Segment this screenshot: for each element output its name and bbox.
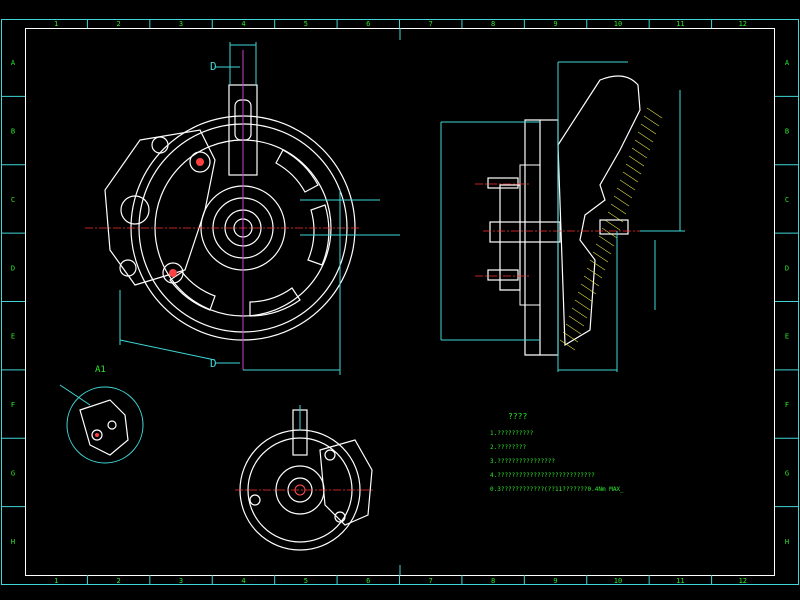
row-marker: H xyxy=(785,538,789,546)
row-marker: E xyxy=(11,333,15,341)
outer-frame xyxy=(1,19,799,585)
section-hatch xyxy=(628,155,645,167)
row-marker: B xyxy=(11,128,15,136)
column-marker: 5 xyxy=(304,577,308,585)
column-marker: 8 xyxy=(491,577,495,585)
section-hatch xyxy=(646,107,663,119)
column-marker: 4 xyxy=(241,20,245,28)
column-marker: 9 xyxy=(553,577,557,585)
section-hatch xyxy=(595,243,612,255)
section-hatch xyxy=(637,131,654,143)
section-hatch xyxy=(592,251,609,263)
column-marker: 6 xyxy=(366,577,370,585)
section-hatch xyxy=(568,315,585,327)
column-marker: 7 xyxy=(429,20,433,28)
row-marker: A xyxy=(11,59,16,67)
column-marker: 6 xyxy=(366,20,370,28)
section-hatch xyxy=(571,307,588,319)
section-hatch xyxy=(580,283,597,295)
note-line-5: 0.3????????????(??11???????0.4Nm MAX_ xyxy=(490,486,624,493)
front-view-hub xyxy=(85,42,400,375)
column-marker: 8 xyxy=(491,20,495,28)
section-hatch xyxy=(622,171,639,183)
section-hatch xyxy=(640,123,657,135)
column-marker: 1 xyxy=(54,20,58,28)
section-hatch xyxy=(616,187,633,199)
row-marker: D xyxy=(785,264,789,272)
row-marker: F xyxy=(785,401,789,409)
row-marker: D xyxy=(11,264,15,272)
note-line-2: 2.???????? xyxy=(490,444,527,451)
inner-frame xyxy=(25,28,775,576)
bottom-view-assembly xyxy=(235,405,375,551)
section-hatch xyxy=(589,259,606,271)
column-marker: 12 xyxy=(739,577,747,585)
section-hatch xyxy=(604,219,621,231)
column-marker: 11 xyxy=(676,20,684,28)
section-hatch xyxy=(619,179,636,191)
section-hatch xyxy=(565,323,582,335)
row-marker: F xyxy=(11,401,15,409)
column-marker: 3 xyxy=(179,20,183,28)
notes-title: ???? xyxy=(508,412,527,421)
section-hatch xyxy=(586,267,603,279)
note-line-4: 4.??????????????????????????? xyxy=(490,472,595,479)
section-hatch xyxy=(559,339,576,351)
side-section-view xyxy=(440,61,685,372)
column-marker: 11 xyxy=(676,577,684,585)
section-hatch xyxy=(643,115,660,127)
technical-notes: ???? 1.?????????? 2.???????? 3.?????????… xyxy=(490,412,624,493)
section-hatch xyxy=(562,331,579,343)
section-hatch xyxy=(634,139,651,151)
section-hatch xyxy=(577,291,594,303)
row-marker: H xyxy=(11,538,15,546)
row-marker: C xyxy=(11,196,15,204)
section-hatch xyxy=(613,195,630,207)
note-line-1: 1.?????????? xyxy=(490,430,534,437)
row-markers: A A B B C C D D E E F F G G H H xyxy=(1,59,799,546)
column-marker: 4 xyxy=(241,577,245,585)
row-marker: G xyxy=(785,469,789,477)
column-marker: 7 xyxy=(429,577,433,585)
column-marker: 10 xyxy=(614,577,622,585)
note-line-3: 3.???????????????? xyxy=(490,458,555,465)
row-marker: C xyxy=(785,196,789,204)
column-marker: 3 xyxy=(179,577,183,585)
column-marker: 2 xyxy=(117,577,121,585)
section-hatch xyxy=(631,147,648,159)
section-hatch xyxy=(601,227,618,239)
column-marker: 2 xyxy=(117,20,121,28)
section-hatch xyxy=(574,299,591,311)
column-marker: 1 xyxy=(54,577,58,585)
column-marker: 12 xyxy=(739,20,747,28)
row-marker: G xyxy=(11,469,15,477)
section-hatch xyxy=(610,203,627,215)
column-marker: 9 xyxy=(553,20,557,28)
section-hatch xyxy=(598,235,615,247)
section-marker-top: D xyxy=(210,60,217,73)
section-marker-bottom: D xyxy=(210,357,217,370)
column-marker: 5 xyxy=(304,20,308,28)
row-marker: E xyxy=(785,333,789,341)
row-marker: A xyxy=(785,59,790,67)
row-marker: B xyxy=(785,128,789,136)
section-hatch xyxy=(583,275,600,287)
section-hatch xyxy=(625,163,642,175)
detail-view-a1 xyxy=(59,384,144,464)
detail-label: A1 xyxy=(95,365,106,375)
column-marker: 10 xyxy=(614,20,622,28)
